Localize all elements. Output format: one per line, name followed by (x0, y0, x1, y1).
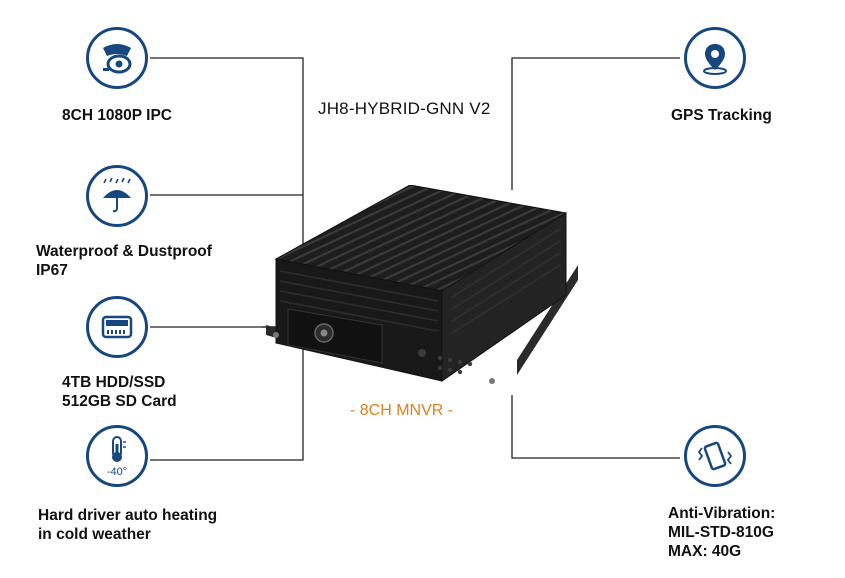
connector-gps (511, 57, 680, 190)
product-subtitle: - 8CH MNVR - (350, 402, 454, 419)
product-model-title: JH8-HYBRID-GNN V2 (318, 99, 491, 118)
feature-label-heating: Hard driver auto heating in cold weather (38, 507, 218, 543)
camera-icon (86, 27, 148, 89)
temperature-text: -40° (107, 466, 127, 478)
feature-label-vibration: Anti-Vibration: MIL-STD-810G MAX: 40G (668, 505, 776, 560)
feature-label-ipc: 8CH 1080P IPC (62, 107, 172, 124)
location-pin-icon (684, 27, 746, 89)
phone-vibration-icon (684, 425, 746, 487)
feature-label-storage: 4TB HDD/SSD 512GB SD Card (62, 374, 177, 410)
hdd-icon (86, 296, 148, 358)
thermometer-icon: -40° (86, 425, 148, 487)
feature-label-waterproof: Waterproof & Dustproof IP67 (36, 243, 212, 279)
mnvr-device-image (266, 185, 578, 384)
umbrella-rain-icon (86, 165, 148, 227)
connector-vibration (511, 395, 680, 459)
feature-label-gps: GPS Tracking (671, 107, 772, 124)
